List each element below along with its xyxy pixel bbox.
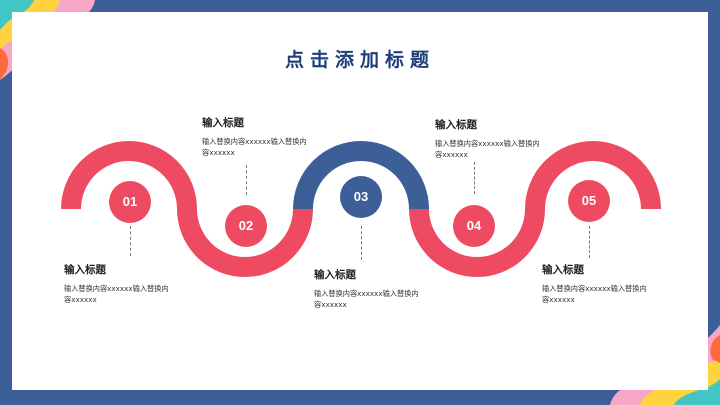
wave-arc-4 [409,208,545,277]
step-5-number-badge: 05 [568,180,610,222]
step-1-heading[interactable]: 输入标题 [64,264,106,276]
wave-arc-1 [61,141,197,210]
wave-arc-3 [293,141,429,210]
step-3-connector [361,226,362,260]
step-5-connector [589,226,590,258]
step-5-text-block: 输入标题 输入替换内容xxxxxx输入替换内容xxxxxx [542,262,647,305]
process-wave [61,141,661,277]
step-4-heading[interactable]: 输入标题 [435,119,477,131]
step-2-number-badge: 02 [225,205,267,247]
step-3-description[interactable]: 输入替换内容xxxxxx输入替换内容xxxxxx [314,289,419,309]
step-1-text-block: 输入标题 输入替换内容xxxxxx输入替换内容xxxxxx [64,262,169,305]
step-2-description[interactable]: 输入替换内容xxxxxx输入替换内容xxxxxx [202,137,307,157]
step-4-text-block: 输入标题 输入替换内容xxxxxx输入替换内容xxxxxx [435,117,540,160]
wave-arc-5 [525,141,661,210]
step-1-number-badge: 01 [109,181,151,223]
step-4-connector [474,162,475,194]
wave-arc-2 [177,208,313,277]
step-2-connector [246,165,247,195]
step-4-number-badge: 04 [453,205,495,247]
step-1-description[interactable]: 输入替换内容xxxxxx输入替换内容xxxxxx [64,284,169,304]
step-2-text-block: 输入标题 输入替换内容xxxxxx输入替换内容xxxxxx [202,115,307,158]
slide-title[interactable]: 点击添加标题 [284,49,435,71]
step-3-text-block: 输入标题 输入替换内容xxxxxx输入替换内容xxxxxx [314,267,419,310]
slide-canvas: 点击添加标题 01 输入标题 输入替换内容xxxxxx输入替换内容xxxxxx … [12,12,708,390]
step-4-description[interactable]: 输入替换内容xxxxxx输入替换内容xxxxxx [435,139,540,159]
step-1-connector [130,226,131,256]
step-2-heading[interactable]: 输入标题 [202,117,244,129]
step-3-number-badge: 03 [340,176,382,218]
step-5-heading[interactable]: 输入标题 [542,264,584,276]
step-5-description[interactable]: 输入替换内容xxxxxx输入替换内容xxxxxx [542,284,647,304]
step-3-heading[interactable]: 输入标题 [314,269,356,281]
